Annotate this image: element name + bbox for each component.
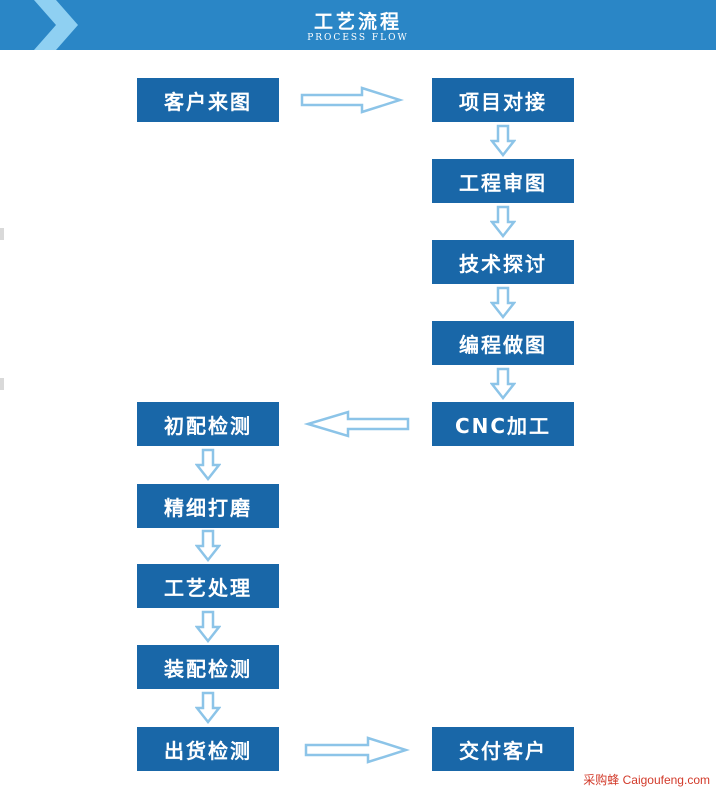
arrow-down-icon	[490, 367, 516, 400]
arrow-down-icon	[195, 610, 221, 643]
step-client-drawing: 客户来图	[137, 78, 279, 122]
edge-mark	[0, 378, 4, 390]
step-programming: 编程做图	[432, 321, 574, 365]
header-bar: 工艺流程 PROCESS FLOW	[0, 0, 716, 50]
step-drawing-review: 工程审图	[432, 159, 574, 203]
arrow-down-icon	[195, 691, 221, 724]
arrow-down-icon	[195, 448, 221, 481]
arrow-right-icon	[300, 86, 404, 114]
arrow-right-icon	[304, 736, 410, 764]
arrow-down-icon	[490, 124, 516, 157]
arrow-down-icon	[195, 529, 221, 562]
page-title: 工艺流程	[313, 11, 402, 33]
step-fine-polishing: 精细打磨	[137, 484, 279, 528]
watermark: 采购蜂 Caigoufeng.com	[583, 773, 710, 787]
step-assembly-inspection: 装配检测	[137, 645, 279, 689]
page-subtitle: PROCESS FLOW	[307, 33, 409, 43]
step-delivery: 交付客户	[432, 727, 574, 771]
arrow-down-icon	[490, 205, 516, 238]
step-initial-inspection: 初配检测	[137, 402, 279, 446]
step-cnc-machining: CNC加工	[432, 402, 574, 446]
chevron-right-icon	[34, 0, 78, 50]
step-project-docking: 项目对接	[432, 78, 574, 122]
step-shipping-inspection: 出货检测	[137, 727, 279, 771]
step-process-treatment: 工艺处理	[137, 564, 279, 608]
arrow-down-icon	[490, 286, 516, 319]
step-tech-discussion: 技术探讨	[432, 240, 574, 284]
edge-mark	[0, 228, 4, 240]
arrow-left-icon	[304, 410, 410, 438]
